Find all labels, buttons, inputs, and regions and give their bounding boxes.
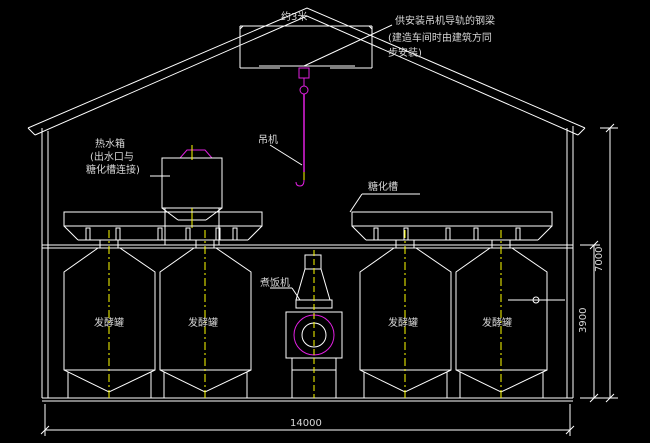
tank-4-label: 发酵罐 bbox=[482, 316, 512, 329]
tank-2-label: 发酵罐 bbox=[188, 316, 218, 329]
walls bbox=[41, 126, 574, 402]
beam-note-line3: 步安装) bbox=[388, 46, 422, 59]
hoist-label: 吊机 bbox=[258, 133, 278, 146]
hot-water-label-3: 糖化槽连接) bbox=[86, 163, 140, 176]
fermentation-tank-3 bbox=[359, 230, 452, 398]
beam-note-line2: (建造车间时由建筑方同 bbox=[388, 31, 492, 44]
hoist bbox=[269, 67, 310, 187]
span-top-label: 约3米 bbox=[281, 10, 307, 23]
platform-right bbox=[351, 211, 553, 241]
beam-note-leader bbox=[303, 24, 393, 67]
tank-1-label: 发酵罐 bbox=[94, 316, 124, 329]
saccharification-leader bbox=[349, 193, 420, 213]
hot-water-tank bbox=[161, 145, 223, 245]
floor-height-dim: 3900 bbox=[578, 308, 589, 333]
roof bbox=[27, 7, 586, 136]
total-height-dim: 7000 bbox=[594, 247, 605, 272]
beam-box bbox=[239, 25, 373, 69]
platform-left bbox=[63, 211, 263, 241]
fermentation-tank-4 bbox=[455, 230, 565, 398]
rice-cooker-leader bbox=[270, 287, 301, 301]
tank-3-label: 发酵罐 bbox=[388, 316, 418, 329]
vertical-dimensions bbox=[580, 123, 618, 403]
fermentation-tank-1 bbox=[63, 230, 156, 398]
saccharification-label: 糖化槽 bbox=[368, 180, 398, 193]
fermentation-tank-2 bbox=[159, 230, 252, 398]
beam-note-line1: 供安装吊机导轨的钢梁 bbox=[395, 14, 495, 27]
rice-cooker-label: 煮饭机 bbox=[260, 276, 290, 289]
hot-water-label-1: 热水箱 bbox=[95, 137, 125, 150]
hot-water-label-2: (出水口与 bbox=[90, 150, 134, 163]
horizontal-dimension bbox=[40, 404, 575, 436]
total-width-dim: 14000 bbox=[290, 418, 322, 429]
rice-cooker bbox=[285, 250, 343, 398]
